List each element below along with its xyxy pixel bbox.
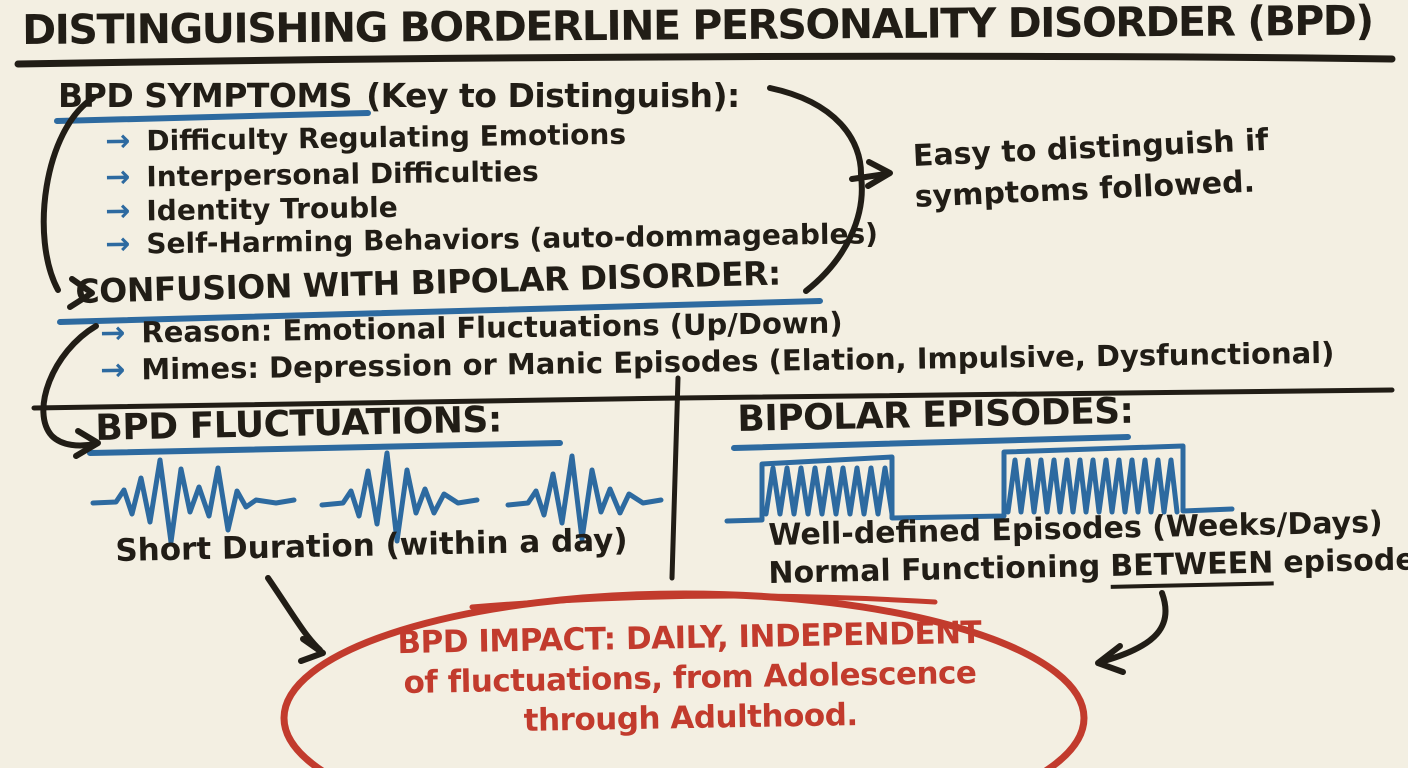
bpd-fluctuations-waveform [90, 450, 664, 545]
side-note: Easy to distinguish if symptoms followed… [912, 120, 1271, 218]
conclusion-ellipse [280, 590, 1088, 768]
symptoms-heading-underline [54, 110, 371, 124]
episodes-heading-underline [731, 434, 1131, 451]
arrow-right-icon: → [100, 315, 126, 351]
symptom-item-label: Identity Trouble [146, 190, 398, 228]
title-underline [14, 52, 1396, 68]
episodes-caption-line2-suffix: episodes [1282, 542, 1408, 581]
fluctuations-heading: BPD FLUCTUATIONS: [95, 399, 503, 449]
episodes-caption-line2-prefix: Normal Functioning [768, 549, 1101, 591]
brace-arrow-to-side-note [767, 85, 893, 294]
horizontal-divider [31, 387, 1395, 411]
symptom-item: → Interpersonal Difficulties [105, 154, 539, 195]
arrow-fluctuations-to-conclusion [265, 575, 326, 664]
symptoms-heading-qualifier: (Key to Distinguish): [366, 76, 740, 115]
bipolar-episodes-waveform [724, 443, 1235, 524]
flow-arrow-confusion-to-fluctuations [40, 323, 101, 459]
arrow-right-icon: → [105, 159, 131, 195]
arrow-right-icon: → [105, 193, 131, 229]
arrow-right-icon: → [105, 226, 131, 262]
fluctuations-heading-underline [87, 440, 563, 456]
diagram-title: DISTINGUISHING BORDERLINE PERSONALITY DI… [22, 0, 1373, 54]
flow-arrow-symptoms-to-confusion [40, 95, 96, 310]
episodes-caption-between: BETWEEN [1109, 545, 1274, 589]
symptoms-heading-row: BPD SYMPTOMS (Key to Distinguish): [58, 76, 740, 115]
arrow-episodes-to-conclusion [1095, 590, 1169, 675]
symptom-item-label: Difficulty Regulating Emotions [146, 117, 627, 158]
arrow-right-icon: → [105, 123, 131, 159]
vertical-divider [669, 375, 681, 581]
conclusion-text: BPD IMPACT: DAILY, INDEPENDENT of fluctu… [344, 612, 1036, 744]
symptom-item-label: Interpersonal Difficulties [146, 154, 539, 194]
symptoms-heading: BPD SYMPTOMS [58, 76, 353, 115]
episodes-heading: BIPOLAR EPISODES: [737, 390, 1134, 440]
confusion-heading-underline [57, 298, 823, 325]
arrow-right-icon: → [100, 352, 126, 388]
symptom-item: → Difficulty Regulating Emotions [105, 117, 626, 159]
